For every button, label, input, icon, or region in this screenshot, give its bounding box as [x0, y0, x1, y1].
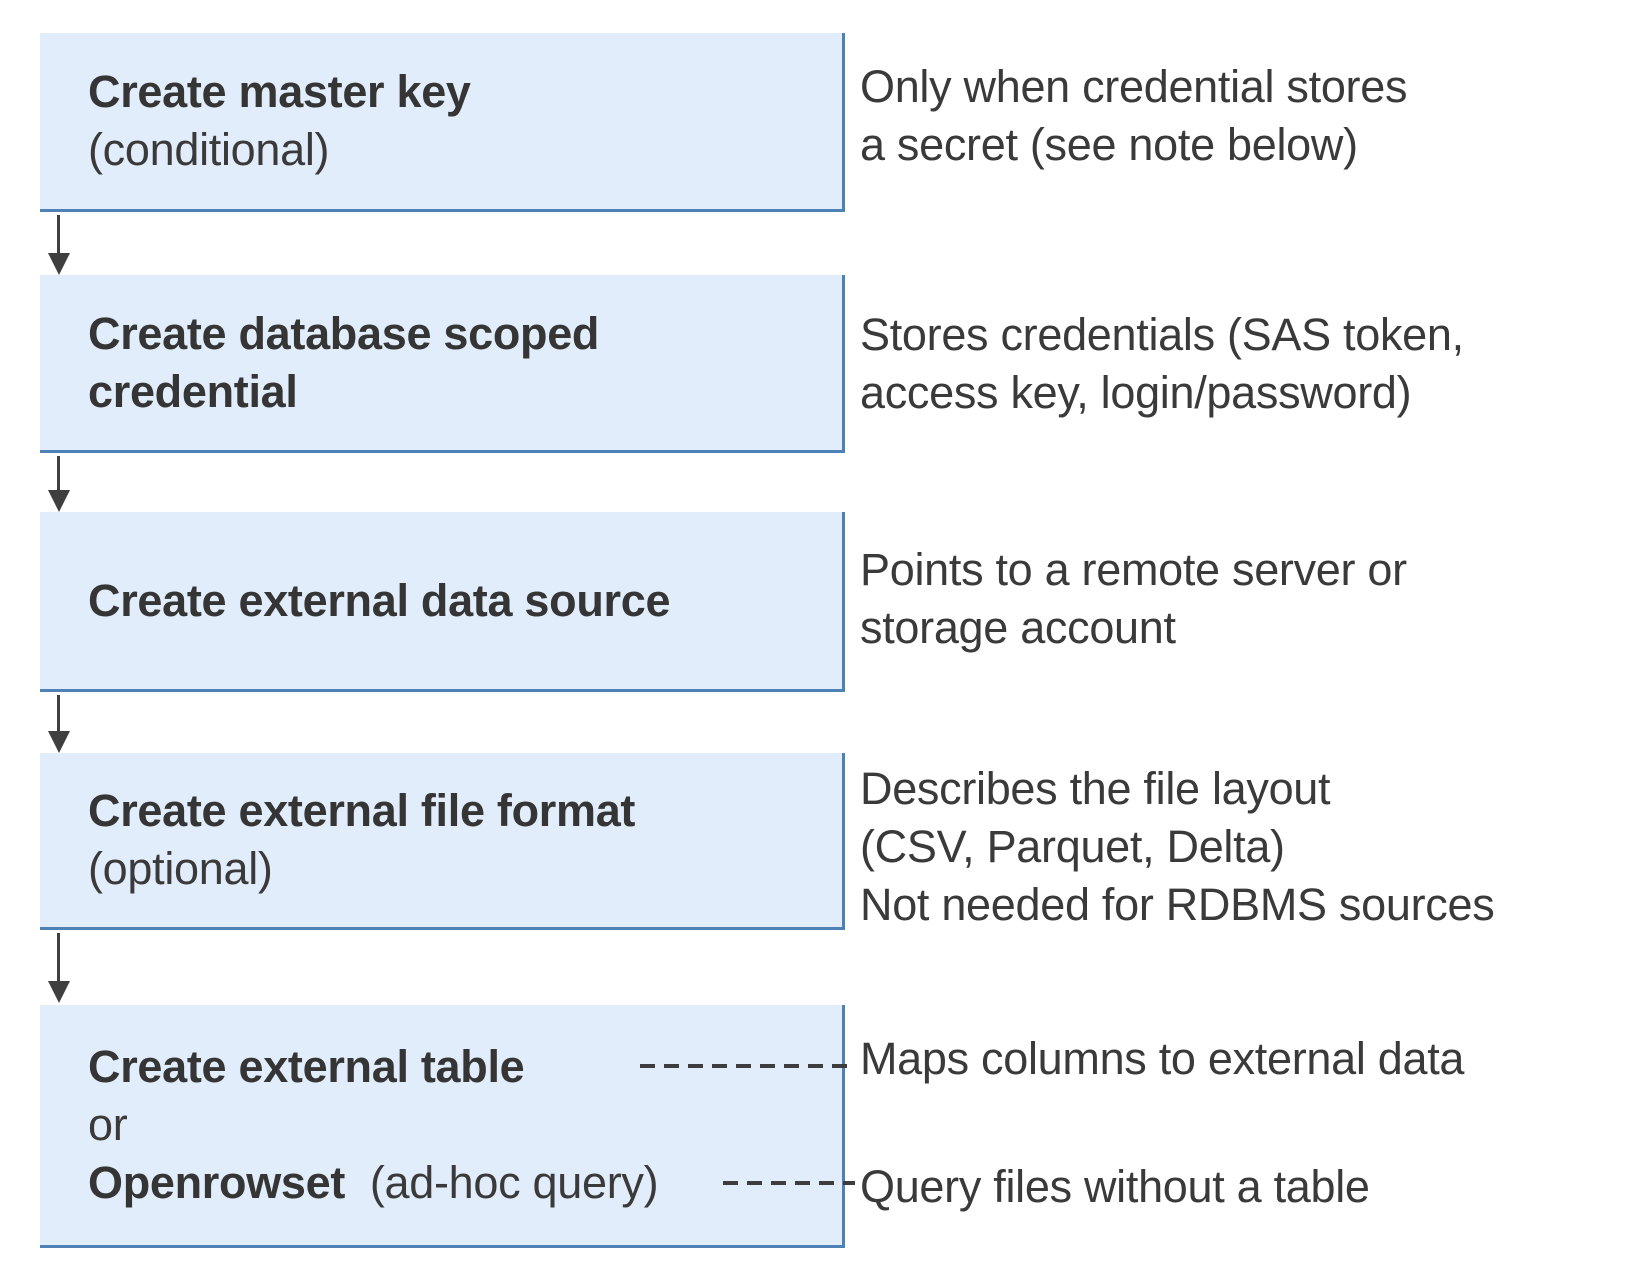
- flow-arrow-down-icon: [47, 695, 71, 753]
- note-scoped-credential: Stores credentials (SAS token, access ke…: [860, 309, 1464, 418]
- flow-arrow-down-icon: [47, 933, 71, 1003]
- openrowset-line: Openrowset (ad-hoc query): [88, 1154, 822, 1212]
- step-title: Create database scoped credential: [88, 307, 600, 417]
- arrow-shaft: [57, 215, 60, 253]
- step-box-external-data-source: Create external data source: [40, 512, 845, 692]
- arrow-head: [48, 981, 70, 1003]
- note-openrowset: Query files without a table: [860, 1161, 1370, 1212]
- step-qualifier: (conditional): [88, 124, 330, 175]
- note-external-file-format: Describes the file layout (CSV, Parquet,…: [860, 763, 1495, 930]
- openrowset-qualifier: (ad-hoc query): [369, 1157, 659, 1208]
- arrow-shaft: [57, 456, 60, 490]
- step-title: Create external file format: [88, 785, 636, 836]
- or-label: or: [88, 1099, 128, 1150]
- external-table-line: Create external table: [88, 1038, 822, 1096]
- external-table-label: Create external table: [88, 1041, 525, 1092]
- step-box-external-file-format: Create external file format (optional): [40, 753, 845, 930]
- dashed-connector-openrowset: [723, 1181, 855, 1185]
- flow-arrow-down-icon: [47, 215, 71, 275]
- step-box-master-key: Create master key (conditional): [40, 33, 845, 212]
- arrow-shaft: [57, 933, 60, 981]
- dashed-connector-external-table: [640, 1064, 855, 1068]
- step-title: Create master key: [88, 66, 471, 117]
- arrow-head: [48, 731, 70, 753]
- step-box-external-table-or-openrowset: Create external table or Openrowset (ad-…: [40, 1005, 845, 1248]
- arrow-head: [48, 253, 70, 275]
- step-title: Create external data source: [88, 574, 671, 626]
- flow-arrow-down-icon: [47, 456, 71, 512]
- note-external-data-source: Points to a remote server or storage acc…: [860, 544, 1407, 653]
- openrowset-label: Openrowset: [88, 1157, 346, 1208]
- or-line: or: [88, 1096, 822, 1154]
- arrow-shaft: [57, 695, 60, 731]
- arrow-head: [48, 490, 70, 512]
- note-master-key: Only when credential stores a secret (se…: [860, 61, 1408, 170]
- step-qualifier: (optional): [88, 843, 273, 894]
- step-box-scoped-credential: Create database scoped credential: [40, 275, 845, 453]
- note-external-table: Maps columns to external data: [860, 1033, 1465, 1084]
